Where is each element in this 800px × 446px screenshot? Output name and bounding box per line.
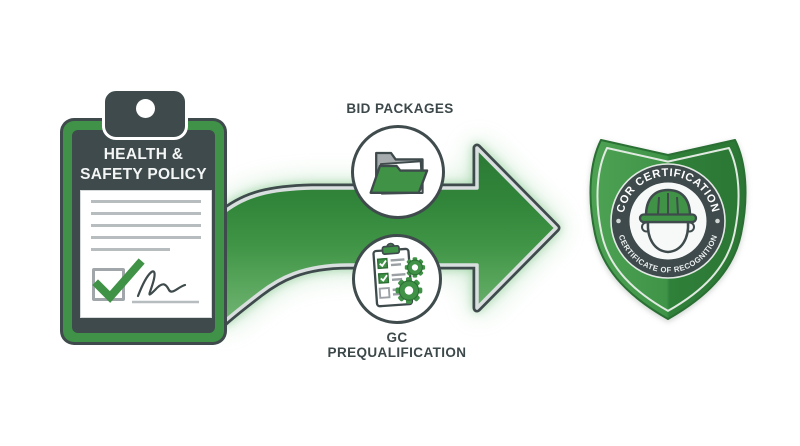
hard-hat-ribs [657,193,679,215]
clip-icon [102,88,188,140]
gc-label-line1: GC [386,330,408,345]
signature [136,270,187,298]
health-safety-clipboard: HEALTH & SAFETY POLICY [60,88,227,345]
paper-line [91,236,201,239]
checklist-clipboard [372,242,414,308]
checkmark-icon [92,258,145,303]
checklist-gears-icon [372,242,426,308]
clipboard-title-line1: HEALTH & [103,146,184,163]
clipboard-title: HEALTH & SAFETY POLICY [60,145,227,185]
clipboard-overlay [92,258,199,304]
badge-dot-right [715,218,720,224]
policy-paper [80,190,212,318]
paper-line [91,224,201,227]
folder-front [369,164,429,194]
cor-certification-badge: COR CERTIFICATION CERTIFICATE OF RECOGNI… [589,139,747,320]
shield-inner-stroke [596,147,740,312]
gc-label-line2: PREQUALIFICATION [327,345,467,360]
clip-hole [135,99,155,118]
paper-line [91,212,201,215]
worker-face [646,220,690,254]
paper-line [91,248,170,251]
badge-dot-left [616,218,621,224]
clipboard-title-line2: SAFETY POLICY [80,166,207,183]
hard-hat-worker-icon [638,188,698,254]
bid-packages-label: BID PACKAGES [346,101,454,116]
folder-icon [369,151,429,195]
paper-line [91,200,201,203]
hard-hat-brim [638,213,698,224]
gear-icon-small [404,257,426,278]
gear-icon-large [395,277,423,304]
gc-prequalification-circle [352,234,442,324]
bid-packages-circle [351,125,445,219]
gc-prequalification-label: GC PREQUALIFICATION [312,330,482,360]
